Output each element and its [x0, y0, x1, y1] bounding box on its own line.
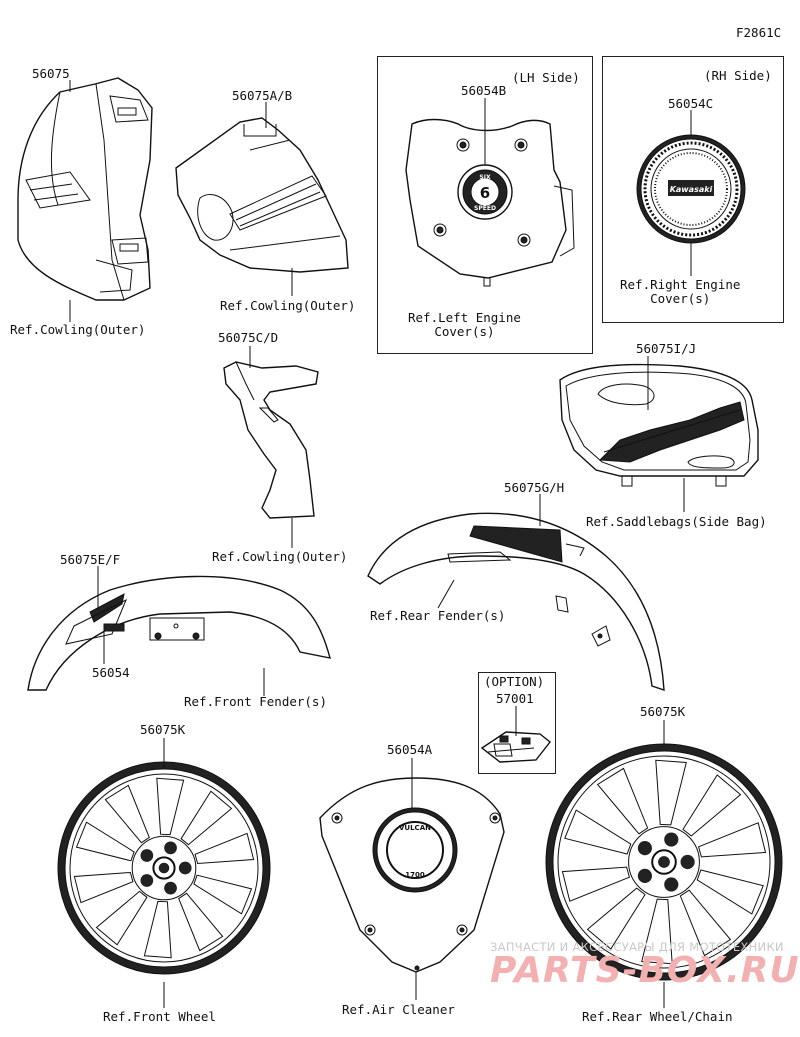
vulcan-bottom-text: 1700 — [405, 871, 425, 879]
vulcan-top-text: VULCAN — [399, 824, 431, 832]
part-number-56054a[interactable]: 56054A — [387, 742, 433, 757]
ref-cowling-outer-2[interactable]: Ref.Cowling(Outer) — [220, 298, 356, 313]
figure-code: F2861C — [736, 25, 782, 40]
wheel-spoke — [697, 822, 767, 858]
option-tool-part — [480, 731, 551, 763]
six-speed-number: 6 — [480, 184, 490, 202]
wheel-spoke — [561, 866, 631, 902]
wheel-spoke — [75, 821, 135, 862]
wheel-spoke — [564, 809, 632, 855]
ref-right-engine-cover[interactable]: Ref.Right Engine Cover(s) — [620, 277, 741, 306]
ref-air-cleaner[interactable]: Ref.Air Cleaner — [342, 1002, 455, 1017]
watermark-tagline: ЗАПЧАСТИ И АКСЕССУАРЫ ДЛЯ МОТОТЕХНИКИ — [490, 940, 784, 954]
wheel-spoke — [194, 832, 255, 865]
part-number-56075k-left[interactable]: 56075K — [140, 722, 186, 737]
ref-front-fender[interactable]: Ref.Front Fender(s) — [184, 694, 327, 709]
part-number-56075cd[interactable]: 56075C/D — [218, 330, 279, 345]
leader-line — [437, 579, 455, 609]
option-box — [478, 672, 556, 774]
six-speed-top-text: SIX — [479, 174, 491, 181]
wheel-spoke — [143, 900, 172, 959]
part-number-56075k-right[interactable]: 56075K — [640, 704, 686, 719]
wheel-spoke — [156, 777, 185, 836]
kawasaki-logo-text: Kawasaki — [670, 185, 713, 194]
wheel-spoke — [180, 790, 233, 846]
cowling-middle-part — [223, 361, 319, 519]
rh-side-box — [602, 56, 784, 323]
front-wheel-part — [57, 761, 271, 975]
wheel-spoke — [193, 874, 253, 915]
part-number-56075ef[interactable]: 56075E/F — [60, 552, 121, 567]
rh-side-label: (RH Side) — [704, 68, 772, 83]
ref-cowling-outer-1[interactable]: Ref.Cowling(Outer) — [10, 322, 146, 337]
wheel-spoke — [104, 784, 150, 844]
lh-side-label: (LH Side) — [512, 70, 580, 85]
part-number-56054[interactable]: 56054 — [92, 665, 130, 680]
wheel-spoke — [679, 889, 732, 957]
ref-cowling-outer-3[interactable]: Ref.Cowling(Outer) — [212, 549, 348, 564]
left-engine-cover-part: SIX 6 SPEED — [405, 118, 575, 287]
cowling-front-part — [17, 77, 153, 301]
part-number-56075ij[interactable]: 56075I/J — [636, 341, 697, 356]
six-speed-bottom-text: SPEED — [474, 205, 496, 212]
part-number-56054b[interactable]: 56054B — [461, 83, 507, 98]
wheel-spoke — [641, 898, 673, 965]
ref-rear-wheel-chain[interactable]: Ref.Rear Wheel/Chain — [582, 1009, 733, 1024]
wheel-spoke — [596, 767, 649, 835]
ref-front-wheel[interactable]: Ref.Front Wheel — [103, 1009, 216, 1024]
ref-left-engine-cover[interactable]: Ref.Left Engine Cover(s) — [408, 310, 521, 339]
part-number-56075gh[interactable]: 56075G/H — [504, 480, 565, 495]
ref-rear-fender[interactable]: Ref.Rear Fender(s) — [370, 608, 506, 623]
option-label: (OPTION) — [484, 674, 545, 689]
wheel-spoke — [696, 869, 764, 915]
wheel-spoke — [178, 892, 224, 952]
wheel-spoke — [682, 774, 742, 837]
wheel-spoke — [586, 887, 646, 950]
rear-fender-part — [367, 512, 665, 691]
wheel-spoke — [655, 759, 687, 826]
front-fender-part — [27, 575, 331, 691]
lh-side-box — [377, 56, 593, 354]
cowling-side-part — [175, 117, 349, 273]
rear-wheel-part — [545, 743, 783, 981]
right-engine-cover-part: Kawasaki — [636, 134, 746, 244]
wheel-spoke — [73, 871, 134, 904]
part-number-56054c[interactable]: 56054C — [668, 96, 714, 111]
part-number-56075[interactable]: 56075 — [32, 66, 70, 81]
saddlebag-part — [559, 363, 759, 487]
watermark-logo: PARTS-BOX.RU — [490, 950, 800, 991]
air-cleaner-part: VULCAN 1700 — [319, 777, 505, 973]
wheel-spoke — [95, 890, 148, 946]
part-number-57001[interactable]: 57001 — [496, 691, 534, 706]
ref-saddlebags[interactable]: Ref.Saddlebags(Side Bag) — [586, 514, 767, 529]
part-number-56075ab[interactable]: 56075A/B — [232, 88, 293, 103]
